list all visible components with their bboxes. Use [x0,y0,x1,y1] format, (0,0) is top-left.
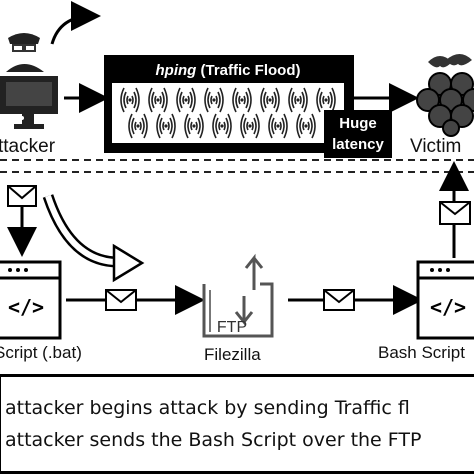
curved-arrow-top [50,1,101,45]
wave-signal-icon [296,113,316,139]
curved-arrow-middle [42,194,145,283]
bash-script-label: Bash Script [378,343,465,362]
wave-signal-icon [184,113,204,139]
wave-signal-icon [156,113,176,139]
wave-signal-icon [120,87,140,113]
bash-code-icon: </> [430,295,466,319]
section-divider [0,159,474,173]
attacker-label: ttacker [0,136,56,157]
flood-tool-name: hping [155,62,197,79]
wave-signal-icon [212,113,232,139]
ftp-icon-label: FTP [217,319,247,336]
wave-signal-icon [148,87,168,113]
wave-signal-icon [288,87,308,113]
ftp-folder-icon [202,253,274,338]
attacker-icon [0,33,58,129]
legend-line-1: attacker begins attack by sending Traffi… [5,397,410,419]
victim-label: Victim [410,136,462,157]
envelope-icon [7,185,37,207]
wave-signal-icon [240,113,260,139]
script-code-icon: </> [8,295,44,319]
latency-line-2: latency [332,136,384,153]
raspberry-pi-icon [416,54,474,137]
script-window-icon [0,260,62,340]
envelope-icon [439,201,471,225]
wave-signal-icon [128,113,148,139]
envelope-icon [323,289,355,311]
legend-line-2: attacker sends the Bash Script over the … [5,429,422,451]
filezilla-label: Filezilla [204,345,261,364]
wave-signal-icon [316,87,336,113]
wave-signal-icon [232,87,252,113]
wave-signal-icon [204,87,224,113]
wave-signal-icon [260,87,280,113]
wave-signal-icon [176,87,196,113]
flood-title: hping (Traffic Flood) [108,62,348,79]
wave-signal-icon [268,113,288,139]
latency-line-1: Huge [339,115,377,132]
envelope-icon [105,289,137,311]
bash-window-icon [416,260,474,340]
flood-title-rest: (Traffic Flood) [196,62,301,79]
script-bat-label: Script (.bat) [0,343,82,362]
legend-box: attacker begins attack by sending Traffi… [0,374,474,474]
latency-badge: Huge latency [324,110,392,158]
